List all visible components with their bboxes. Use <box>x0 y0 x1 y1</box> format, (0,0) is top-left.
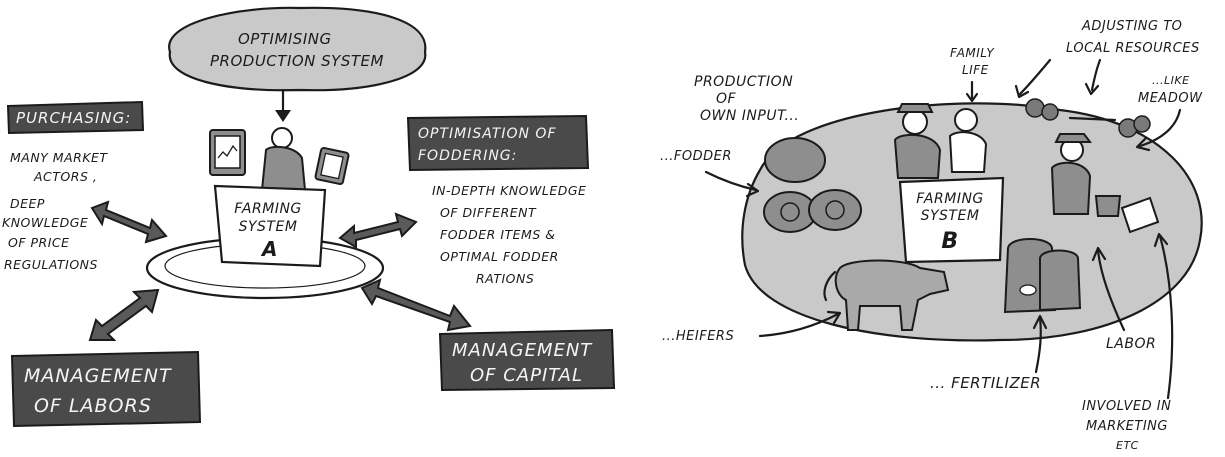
fertilizer-sacks-illustration <box>1003 238 1082 314</box>
fertilizer-label: ... FERTILIZER <box>930 314 1048 392</box>
left-panel: OPTIMISING PRODUCTION SYSTEM <box>2 6 616 428</box>
marketing-line-3: ETC <box>1116 439 1139 452</box>
farming-system-a-box: FARMING SYSTEM A <box>213 184 327 268</box>
adjusting-label: ADJUSTING TO LOCAL RESOURCES <box>1014 19 1200 99</box>
cloud-line-2: PRODUCTION SYSTEM <box>210 52 384 70</box>
meadow-line-1: ...LIKE <box>1152 74 1190 87</box>
right-panel: FARMING SYSTEM B P <box>660 19 1203 452</box>
purchasing-line-6: REGULATIONS <box>4 257 98 272</box>
marketing-line-2: MARKETING <box>1086 419 1168 434</box>
family-line-2: LIFE <box>962 63 989 77</box>
double-arrow-foddering <box>338 212 418 249</box>
adjusting-line-1: ADJUSTING TO <box>1081 19 1182 34</box>
box-b-line-1: FARMING <box>916 191 984 207</box>
purchasing-line-4: KNOWLEDGE <box>2 215 88 230</box>
box-a-line-2: SYSTEM <box>239 219 298 235</box>
box-a-letter: A <box>260 237 278 261</box>
double-arrow-capital <box>360 278 472 332</box>
foddering-line-1: IN-DEPTH KNOWLEDGE <box>432 183 586 198</box>
labor-text: LABOR <box>1106 336 1156 352</box>
capital-title-2: OF CAPITAL <box>470 365 583 386</box>
laptop-illustration <box>1094 195 1160 234</box>
production-line-1: PRODUCTION <box>694 74 793 90</box>
purchasing-line-1: MANY MARKET <box>10 150 108 165</box>
capital-label: MANAGEMENT OF CAPITAL <box>438 328 616 392</box>
marketing-label: INVOLVED IN MARKETING ETC <box>1082 232 1174 452</box>
foddering-line-5: RATIONS <box>476 271 534 286</box>
optimising-cloud: OPTIMISING PRODUCTION SYSTEM <box>168 6 427 92</box>
box-b-letter: B <box>941 229 958 254</box>
meadow-label: ...LIKE MEADOW <box>1135 74 1203 152</box>
production-line-3: OWN INPUT... <box>700 108 799 124</box>
purchasing-line-5: OF PRICE <box>8 235 70 250</box>
hay-bales-illustration <box>763 137 862 233</box>
fodder-label: ...FODDER <box>660 149 760 198</box>
farming-system-b-box: FARMING SYSTEM B <box>898 176 1005 264</box>
purchasing-label: PURCHASING: <box>6 100 145 135</box>
marketing-line-1: INVOLVED IN <box>1082 399 1171 414</box>
fertilizer-text: ... FERTILIZER <box>930 374 1041 392</box>
foddering-title-2: FODDERING: <box>418 148 517 164</box>
labor-label: LABOR <box>1091 246 1156 352</box>
foddering-line-4: OPTIMAL FODDER <box>440 249 559 264</box>
labors-title-2: OF LABORS <box>34 395 152 417</box>
foddering-text: IN-DEPTH KNOWLEDGE OF DIFFERENT FODDER I… <box>432 183 586 286</box>
labors-label: MANAGEMENT OF LABORS <box>10 350 202 428</box>
double-arrow-purchasing <box>90 200 168 244</box>
purchasing-line-3: DEEP <box>10 196 45 211</box>
heifers-label: ...HEIFERS <box>662 310 842 344</box>
box-b-line-2: SYSTEM <box>921 208 980 224</box>
labors-title-1: MANAGEMENT <box>24 365 172 387</box>
purchasing-text: MANY MARKET ACTORS , DEEP KNOWLEDGE OF P… <box>2 150 108 272</box>
production-line-2: OF <box>716 91 737 107</box>
heifer-illustration <box>823 259 950 331</box>
meadow-illustration <box>1025 98 1151 138</box>
family-line-1: FAMILY <box>950 46 995 60</box>
foddering-label: OPTIMISATION OF FODDERING: <box>406 114 590 172</box>
adjusting-line-2: LOCAL RESOURCES <box>1066 41 1200 56</box>
foddering-line-3: FODDER ITEMS & <box>440 227 556 242</box>
foddering-line-2: OF DIFFERENT <box>440 205 537 220</box>
meadow-line-2: MEADOW <box>1138 91 1203 106</box>
purchasing-title: PURCHASING: <box>16 109 131 127</box>
family-life-label: FAMILY LIFE <box>950 46 995 103</box>
purchasing-line-2: ACTORS , <box>33 169 97 184</box>
double-arrow-labors <box>88 288 160 341</box>
down-arrow <box>275 88 291 122</box>
office-worker-illustration <box>209 127 350 191</box>
capital-title-1: MANAGEMENT <box>452 340 593 361</box>
cloud-line-1: OPTIMISING <box>238 30 332 48</box>
family-illustration <box>893 103 1092 215</box>
heifers-text: ...HEIFERS <box>662 329 734 344</box>
box-a-line-1: FARMING <box>234 201 302 217</box>
foddering-title-1: OPTIMISATION OF <box>418 126 557 142</box>
fodder-text: ...FODDER <box>660 149 732 164</box>
production-label: PRODUCTION OF OWN INPUT... <box>694 74 799 124</box>
